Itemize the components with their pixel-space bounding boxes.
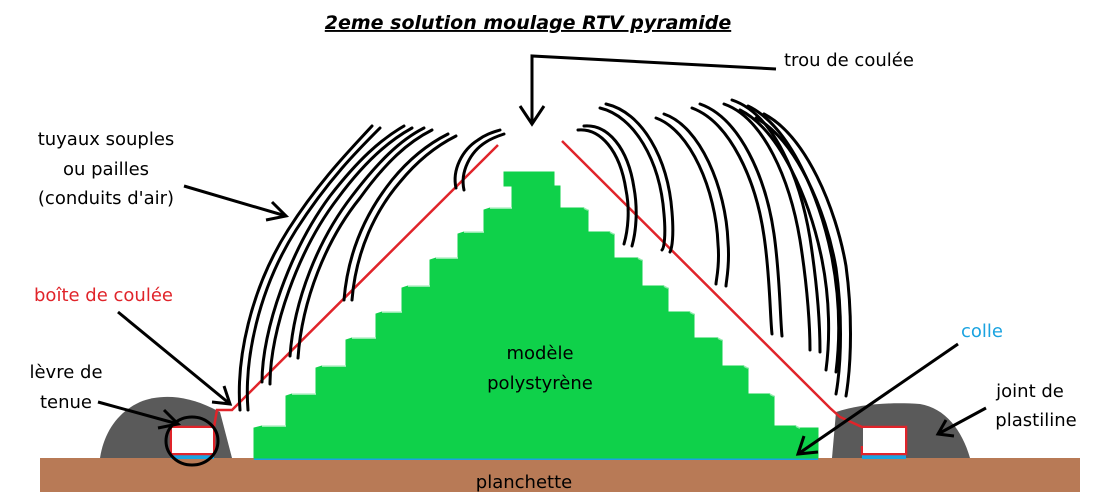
label-boite-de-coulee: boîte de coulée — [34, 285, 173, 306]
label-levre-line2: tenue — [40, 392, 92, 413]
label-joint-line2: plastiline — [995, 410, 1076, 431]
air-tubes-right — [576, 98, 852, 398]
casting-box-left-wall — [169, 144, 499, 456]
label-levre-line1: lèvre de — [29, 362, 102, 383]
label-modele-line2: polystyrène — [487, 373, 593, 394]
casting-box-right-wall — [561, 140, 908, 456]
label-tuyaux-line1: tuyaux souples — [38, 129, 175, 150]
label-trou-de-coulee: trou de coulée — [784, 50, 914, 71]
label-joint-line1: joint de — [995, 381, 1064, 402]
label-colle: colle — [961, 321, 1003, 342]
air-tubes-left — [237, 124, 506, 412]
arrow-boite — [117, 310, 233, 406]
label-tuyaux-line2: ou pailles — [63, 159, 149, 180]
glue-strip-right — [862, 454, 906, 459]
pyramid-step-shading — [262, 207, 801, 429]
arrow-plastiline — [935, 406, 987, 438]
label-planchette: planchette — [476, 472, 572, 492]
arrow-tuyaux — [183, 184, 290, 222]
glue-strip-left — [171, 454, 214, 459]
polystyrene-pyramid-model — [253, 171, 819, 459]
arrow-trou-de-coulee — [518, 54, 777, 127]
diagram-title: 2eme solution moulage RTV pyramide — [325, 12, 732, 34]
arrow-levre — [97, 400, 182, 430]
lip-block-right — [863, 428, 905, 453]
lip-block-left — [172, 428, 213, 453]
label-modele-line1: modèle — [506, 343, 573, 364]
lip-highlight-circle — [164, 415, 220, 467]
planchette-board — [40, 458, 1080, 492]
arrow-colle — [795, 342, 959, 456]
label-tuyaux-line3: (conduits d'air) — [38, 188, 174, 209]
